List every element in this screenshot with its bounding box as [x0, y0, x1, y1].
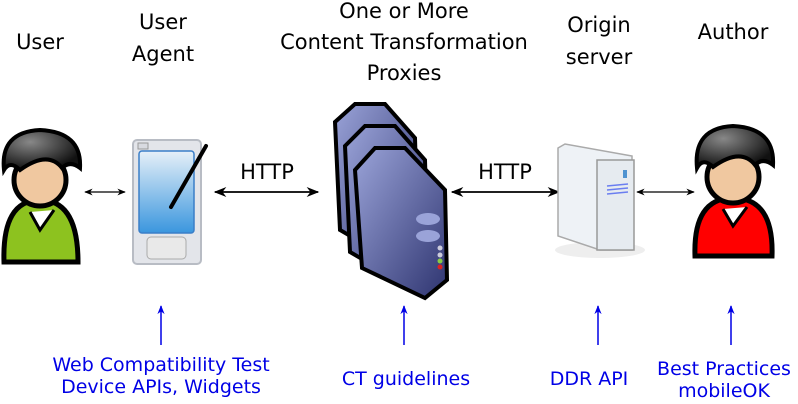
spec-line: mobileOK	[678, 380, 770, 402]
http-label-left: HTTP	[240, 160, 294, 184]
spec-line: Device APIs, Widgets	[61, 376, 261, 398]
label-line: Proxies	[366, 61, 442, 85]
label-line: Content Transformation	[280, 30, 528, 54]
label-line: User	[139, 10, 187, 34]
spec-origin: DDR API	[549, 368, 629, 390]
user-icon	[1, 127, 83, 265]
pda-icon	[132, 139, 208, 265]
spec-line: Web Compatibility Test	[52, 354, 270, 376]
author-icon	[692, 123, 776, 259]
spec-user-agent: Web Compatibility Test Device APIs, Widg…	[52, 354, 269, 398]
origin-server-icon	[555, 143, 645, 258]
proxy-servers-icon	[332, 102, 450, 301]
label-user-agent: User Agent	[132, 6, 194, 70]
spec-line: Best Practices	[657, 358, 791, 380]
http-label-right: HTTP	[478, 160, 532, 184]
spec-proxies: CT guidelines	[341, 368, 471, 390]
label-origin-server: Origin server	[566, 9, 632, 73]
label-line: One or More	[339, 0, 469, 23]
label-user: User	[16, 30, 64, 54]
label-line: Agent	[131, 42, 195, 66]
label-line: Origin	[567, 13, 631, 37]
label-line: server	[565, 45, 633, 69]
spec-author: Best Practices mobileOK	[657, 358, 791, 402]
label-author: Author	[697, 20, 769, 44]
label-proxies: One or More Content Transformation Proxi…	[280, 0, 528, 89]
